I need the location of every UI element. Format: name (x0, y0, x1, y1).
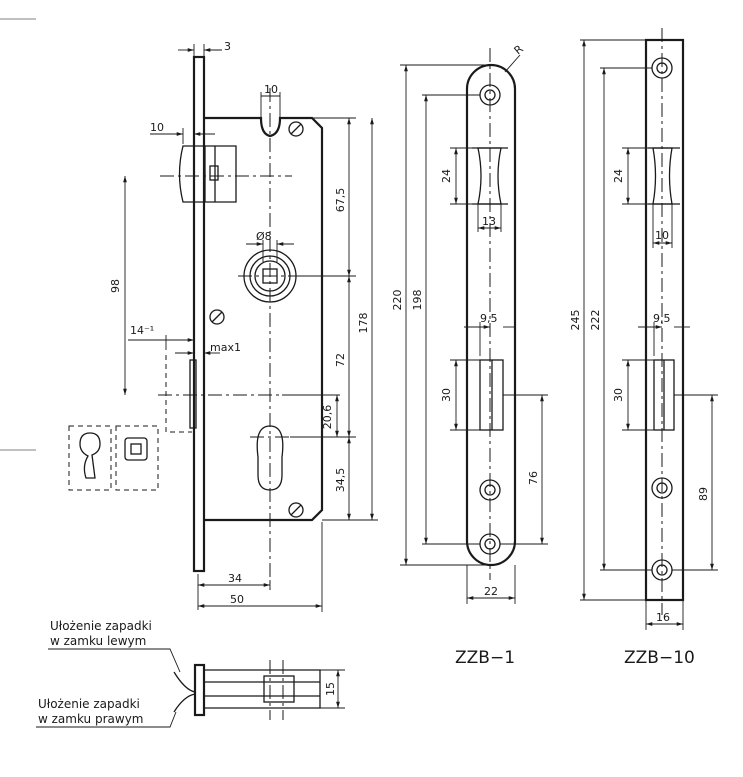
lock-dimensions: 3 10 10 Ø8 98 67,5 178 72 20 (109, 40, 378, 612)
striker-zzb10: 245 222 24 10 9,5 30 89 16 Z (569, 28, 718, 668)
zzb10-dim-30: 30 (612, 388, 625, 402)
lock-body-view (158, 55, 324, 590)
case-screw-middle (209, 309, 225, 325)
dim-3-label: 3 (224, 40, 231, 53)
label-right-line1: Ułożenie zapadki (38, 697, 140, 711)
bottom-section-view: 15 Ułożenie zapadki w zamku lewym Ułożen… (36, 619, 345, 728)
zzb10-plate (644, 38, 685, 602)
zzb10-title: ZZB−10 (624, 648, 695, 668)
zzb10-dim-24: 24 (612, 169, 625, 183)
dim-72-label: 72 (334, 353, 347, 367)
zzb1-dim-9-5: 9,5 (480, 312, 498, 325)
zzb1-plate (465, 63, 517, 567)
dim-50-label: 50 (230, 593, 244, 606)
keyhole-icon (79, 432, 101, 479)
dim-max1-label: max1 (210, 341, 241, 354)
cross-section-views (68, 425, 159, 491)
dim-98-label: 98 (109, 279, 122, 293)
zzb1-title: ZZB−1 (455, 648, 515, 668)
label-left-line1: Ułożenie zapadki (50, 619, 152, 633)
zzb10-dim-89: 89 (697, 487, 710, 501)
label-left-line2: w zamku lewym (50, 634, 146, 648)
keyhole-view-frame (68, 425, 112, 491)
square-hole-view-frame (115, 425, 159, 491)
striker-zzb1: R 220 198 24 13 9,5 30 76 (391, 42, 548, 668)
label-right-line2: w zamku prawym (38, 712, 143, 726)
zzb10-dim-10: 10 (655, 229, 669, 242)
zzb10-dim-245: 245 (569, 310, 582, 331)
zzb1-dim-r: R (512, 42, 526, 57)
dim-67-5-label: 67,5 (334, 188, 347, 213)
case-screw-bottom (288, 502, 304, 518)
case-screw-top (288, 121, 304, 137)
dim-latch-10-label: 10 (150, 121, 164, 134)
zzb1-dim-24: 24 (440, 169, 453, 183)
latch-outline-dashed (165, 355, 192, 433)
dim-spindle-label: Ø8 (256, 230, 272, 243)
latch-bolt (178, 145, 237, 203)
dim-20-6-label: 20,6 (321, 405, 334, 430)
zzb1-dim-22: 22 (484, 585, 498, 598)
zzb10-dim-9-5: 9,5 (653, 312, 671, 325)
zzb10-dim-16: 16 (656, 611, 670, 624)
zzb1-dim-13: 13 (482, 215, 496, 228)
dim-178-label: 178 (357, 313, 370, 334)
zzb1-dim-30: 30 (440, 388, 453, 402)
dim-top-10-label: 10 (264, 83, 278, 96)
zzb1-hole-middle (479, 479, 501, 501)
zzb1-dim-76: 76 (527, 471, 540, 485)
dim-14-label: 14⁻¹ (130, 324, 154, 337)
lock-case (204, 116, 324, 522)
dim-34-5-label: 34,5 (334, 468, 347, 493)
zzb1-dim-220: 220 (391, 290, 404, 311)
zzb1-dim-198: 198 (411, 290, 424, 311)
dim-15-label: 15 (324, 682, 337, 696)
cylinder-cutout (256, 425, 284, 491)
zzb10-dim-222: 222 (589, 310, 602, 331)
zzb10-hole-middle (651, 477, 673, 499)
dim-34-label: 34 (228, 572, 242, 585)
lock-faceplate (192, 55, 206, 573)
